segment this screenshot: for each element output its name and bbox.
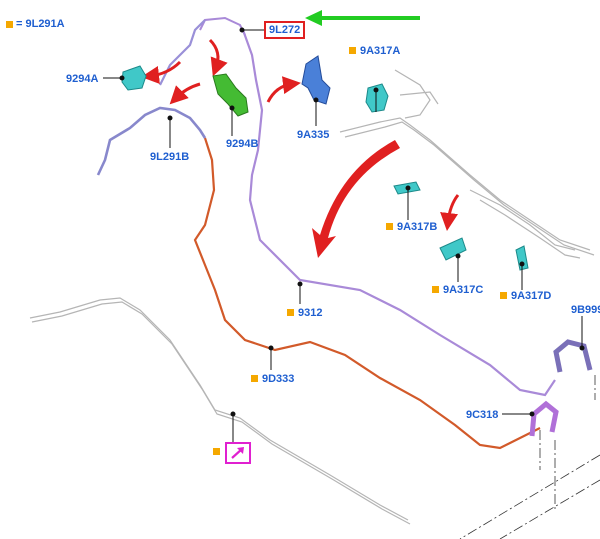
pointer-arrow [305,10,420,26]
tube-9312 [241,29,556,397]
clip-9A317C [439,237,467,261]
background-tube-lines [29,69,595,525]
legend: = 9L291A [6,18,65,30]
bracket-9A335 [301,55,331,105]
callout-arrows [141,38,460,231]
marker-9A317A [349,47,356,54]
label-9A317D: 9A317D [511,290,552,302]
label-9C318: 9C318 [466,409,499,421]
marker-9A317C [432,286,439,293]
tube-9L291B [96,106,207,176]
highlighted-part-label: 9L272 [264,21,306,39]
detail-view-icon[interactable] [225,442,251,464]
legend-text: = 9L291A [16,18,65,30]
hose-9B999 [553,339,593,373]
marker-9D333 [251,375,258,382]
label-9A317A: 9A317A [360,45,401,57]
label-9294B: 9294B [226,138,259,150]
label-9A317B: 9A317B [397,221,438,233]
label-9A317C: 9A317C [443,284,484,296]
tube-9D333 [193,137,541,450]
leader-lines [103,27,585,442]
label-9312: 9312 [298,307,323,319]
label-9B999: 9B999 [571,304,600,316]
clip-9A317D [515,245,529,271]
centre-lines [459,375,600,539]
tube-upper-left [159,19,206,86]
label-9294A: 9294A [66,73,99,85]
marker-detail [213,448,220,455]
clip-9294A [121,65,147,91]
tube-9L272 [199,16,246,36]
label-9L291B: 9L291B [150,151,190,163]
hose-9C318 [529,400,559,437]
clip-9A317A [365,83,389,113]
label-9D333: 9D333 [262,373,295,385]
clip-9294B [212,73,249,117]
marker-9A317D [500,292,507,299]
legend-marker [6,20,13,28]
large-callout-arrow [312,140,400,258]
marker-9A317B [386,223,393,230]
marker-9312 [287,309,294,316]
label-9A335: 9A335 [297,129,330,141]
